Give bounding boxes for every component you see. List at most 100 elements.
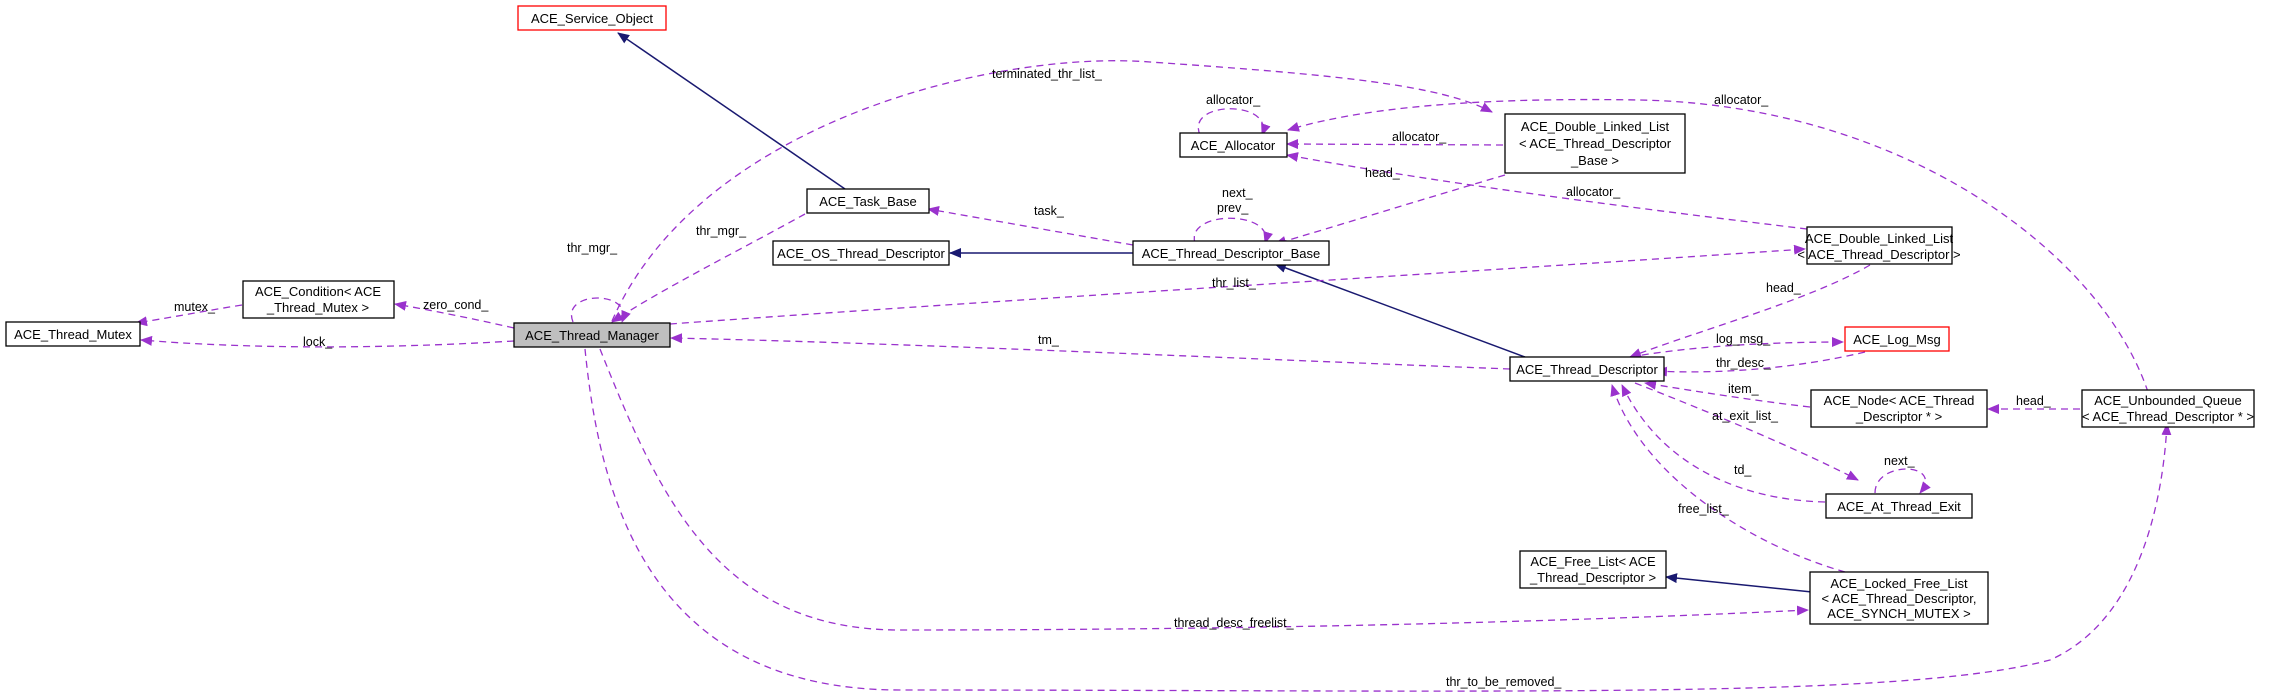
label-lock: lock_	[303, 335, 333, 349]
node-label-line-2: < ACE_Thread_Descriptor,	[1822, 591, 1977, 606]
edges	[135, 32, 2172, 692]
node-label: ACE_Thread_Mutex	[14, 327, 132, 342]
node-label-line-2: < ACE_Thread_Descriptor * >	[2082, 409, 2254, 424]
node-label: ACE_Task_Base	[819, 194, 917, 209]
node-ace-service-object[interactable]: ACE_Service_Object	[517, 5, 667, 31]
node-label-line-2: _Thread_Descriptor >	[1529, 570, 1656, 585]
node-ace-os-thread-descriptor[interactable]: ACE_OS_Thread_Descriptor	[772, 240, 950, 266]
label-head-to-td: head_	[1766, 281, 1802, 295]
label-next: next_	[1222, 186, 1254, 200]
edge-allocator-from-dll-base	[1286, 139, 1504, 150]
label-thr-mgr-task: thr_mgr_	[696, 224, 747, 238]
node-ace-allocator[interactable]: ACE_Allocator	[1179, 132, 1288, 158]
edge-task-base-to-service-object	[617, 32, 846, 190]
node-ace-thread-descriptor-base[interactable]: ACE_Thread_Descriptor_Base	[1132, 240, 1330, 266]
node-label-line-3: ACE_SYNCH_MUTEX >	[1827, 606, 1970, 621]
label-thread-desc-freelist: thread_desc_freelist_	[1174, 616, 1295, 630]
node-label-line-2: < ACE_Thread_Descriptor >	[1797, 247, 1960, 262]
edge-next-self	[1874, 468, 1931, 494]
edge-thr-to-be-removed	[584, 348, 2172, 692]
label-head-queue: head_	[2016, 394, 2052, 408]
node-label-line-1: ACE_Unbounded_Queue	[2094, 393, 2241, 408]
label-tm: tm_	[1038, 333, 1060, 347]
label-thr-list: thr_list_	[1212, 276, 1257, 290]
node-label-line-1: ACE_Free_List< ACE	[1530, 554, 1656, 569]
node-ace-locked-free-list[interactable]: ACE_Locked_Free_List < ACE_Thread_Descri…	[1809, 571, 1989, 625]
node-ace-double-linked-list-tdb[interactable]: ACE_Double_Linked_List < ACE_Thread_Desc…	[1504, 113, 1686, 174]
label-allocator-from-dll-base: allocator_	[1392, 130, 1447, 144]
label-prev: prev_	[1217, 201, 1249, 215]
node-label-line-2: < ACE_Thread_Descriptor	[1519, 136, 1672, 151]
label-free-list: free_list_	[1678, 502, 1730, 516]
edge-locked-free-list-to-free-list	[1665, 573, 1813, 593]
node-label: ACE_Allocator	[1191, 138, 1276, 153]
edge-thr-list	[669, 244, 1806, 325]
node-label-line-1: ACE_Double_Linked_List	[1805, 231, 1954, 246]
label-terminated-thr-list: terminated_thr_list_	[992, 67, 1103, 81]
node-label-line-2: _Descriptor * >	[1855, 409, 1942, 424]
node-ace-at-thread-exit[interactable]: ACE_At_Thread_Exit	[1825, 493, 1973, 519]
edge-allocator-from-queue	[1287, 98, 2149, 393]
node-ace-task-base[interactable]: ACE_Task_Base	[806, 188, 930, 214]
edge-lock	[140, 335, 515, 348]
label-td: td_	[1734, 463, 1752, 477]
edge-allocator-self	[1197, 108, 1271, 136]
edge-td-to-tdb	[1274, 263, 1526, 358]
node-label-line-1: ACE_Locked_Free_List	[1830, 576, 1968, 591]
edge-task	[927, 205, 1134, 246]
node-ace-log-msg[interactable]: ACE_Log_Msg	[1844, 326, 1950, 352]
node-label: ACE_Service_Object	[531, 11, 653, 26]
node-ace-thread-manager[interactable]: ACE_Thread_Manager	[513, 322, 671, 348]
label-mutex: mutex_	[174, 300, 216, 314]
edge-log-msg	[1629, 337, 1844, 358]
edge-thr-mgr-from-task	[611, 213, 806, 323]
edge-next-prev-self	[1193, 217, 1273, 244]
edge-terminated-thr-list	[611, 60, 1493, 322]
nodes: ACE_Service_Object ACE_Task_Base ACE_All…	[5, 5, 2255, 625]
node-label-line-1: ACE_Node< ACE_Thread	[1824, 393, 1975, 408]
label-allocator-from-dll-td: allocator_	[1566, 185, 1621, 199]
label-thr-to-be-removed: thr_to_be_removed_	[1446, 675, 1562, 689]
node-label-line-3: _Base >	[1570, 153, 1619, 168]
edge-free-list	[1610, 384, 1846, 573]
label-thr-desc: thr_desc_	[1716, 356, 1772, 370]
edge-labels: terminated_thr_list_ allocator_ allocato…	[174, 67, 2052, 689]
node-label: ACE_Thread_Manager	[525, 328, 659, 343]
node-ace-free-list[interactable]: ACE_Free_List< ACE _Thread_Descriptor >	[1519, 550, 1667, 589]
node-label-line-2: _Thread_Mutex >	[266, 300, 369, 315]
edge-item	[1644, 379, 1811, 408]
node-ace-node-td[interactable]: ACE_Node< ACE_Thread _Descriptor * >	[1810, 389, 1988, 428]
node-label: ACE_OS_Thread_Descriptor	[777, 246, 945, 261]
edge-at-exit-list	[1634, 382, 1859, 481]
node-label: ACE_At_Thread_Exit	[1837, 499, 1961, 514]
label-thr-mgr-self: thr_mgr_	[567, 241, 618, 255]
label-task: task_	[1034, 204, 1065, 218]
edge-thr-desc	[1655, 351, 1866, 377]
edge-thr-mgr-self	[570, 297, 631, 323]
edge-mutex	[135, 304, 243, 327]
edge-tm	[670, 333, 1511, 370]
node-ace-thread-descriptor[interactable]: ACE_Thread_Descriptor	[1509, 356, 1665, 382]
label-allocator-self: allocator_	[1206, 93, 1261, 107]
label-log-msg: log_msg_	[1716, 332, 1771, 346]
node-label: ACE_Thread_Descriptor	[1516, 362, 1658, 377]
node-ace-unbounded-queue[interactable]: ACE_Unbounded_Queue < ACE_Thread_Descrip…	[2081, 389, 2255, 428]
label-item: item_	[1728, 382, 1760, 396]
label-head-to-tdb: head_	[1365, 166, 1401, 180]
node-label-line-1: ACE_Condition< ACE	[255, 284, 381, 299]
node-ace-double-linked-list-td[interactable]: ACE_Double_Linked_List < ACE_Thread_Desc…	[1797, 226, 1961, 265]
node-ace-thread-mutex[interactable]: ACE_Thread_Mutex	[5, 321, 141, 347]
node-label-line-1: ACE_Double_Linked_List	[1521, 119, 1670, 134]
edge-thread-desc-freelist	[599, 348, 1809, 631]
edge-zero-cond	[394, 300, 515, 329]
label-zero-cond: zero_cond_	[423, 298, 489, 312]
label-allocator-from-queue: allocator_	[1714, 93, 1769, 107]
label-next-self: next_	[1884, 454, 1916, 468]
edge-td	[1621, 384, 1826, 503]
node-ace-condition[interactable]: ACE_Condition< ACE _Thread_Mutex >	[242, 280, 395, 319]
node-label: ACE_Log_Msg	[1853, 332, 1940, 347]
label-at-exit-list: at_exit_list_	[1712, 409, 1779, 423]
node-label: ACE_Thread_Descriptor_Base	[1142, 246, 1320, 261]
edge-head-to-td	[1629, 264, 1871, 358]
